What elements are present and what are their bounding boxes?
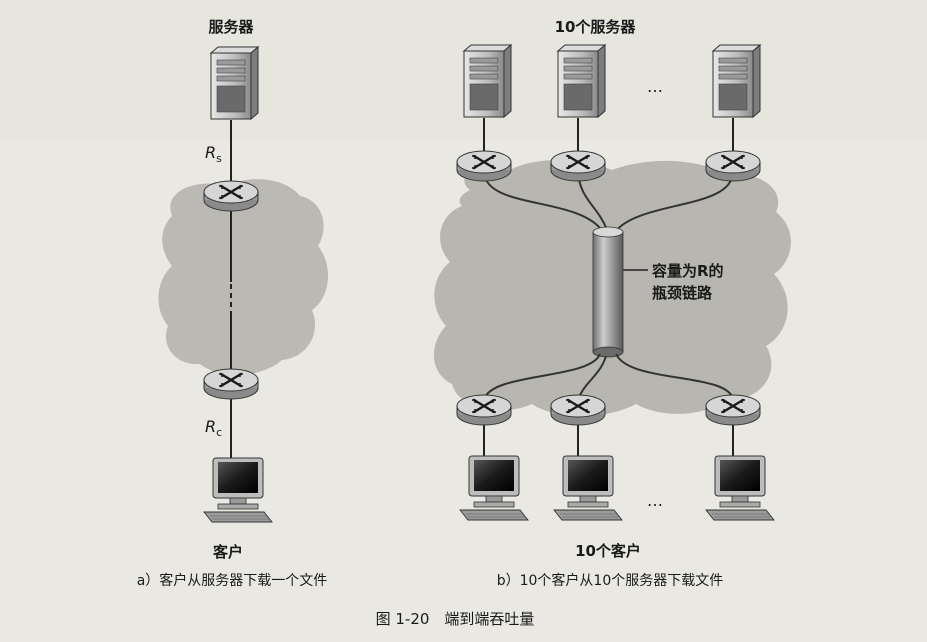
client-label: 客户 xyxy=(212,543,243,561)
ellipsis-clients: … xyxy=(647,491,663,510)
router-icon xyxy=(202,367,260,401)
caption-a: a）客户从服务器下载一个文件 xyxy=(137,572,328,589)
client-computer-icon xyxy=(459,455,529,521)
link-curve xyxy=(614,171,734,233)
router-icon xyxy=(704,393,762,427)
rs-label: Rs xyxy=(205,143,222,165)
server-label: 服务器 xyxy=(208,18,254,36)
router-icon xyxy=(549,149,607,183)
server-icon xyxy=(712,44,761,118)
link-curve xyxy=(615,353,734,401)
rc-label: Rc xyxy=(205,417,222,439)
router-icon xyxy=(455,149,513,183)
figure-caption: 图 1-20 端到端吞吐量 xyxy=(376,610,535,628)
router-icon xyxy=(202,179,260,213)
router-icon xyxy=(455,393,513,427)
clients-label: 10个客户 xyxy=(575,542,641,560)
router-icon xyxy=(549,393,607,427)
router-icon xyxy=(704,149,762,183)
ellipsis-servers: … xyxy=(647,77,663,96)
bottleneck-label-line1: 容量为R的 xyxy=(651,262,724,280)
caption-b: b）10个客户从10个服务器下载文件 xyxy=(497,572,724,589)
bottleneck-link xyxy=(592,226,624,358)
client-computer-icon xyxy=(553,455,623,521)
network-cloud-a xyxy=(158,179,329,375)
server-icon xyxy=(557,44,606,118)
bottleneck-label-line2: 瓶颈链路 xyxy=(652,284,713,302)
link-curve xyxy=(483,353,601,401)
panel-b: 10个服务器 … … 容量为R的 瓶颈链路 10个客户 b）10个客户从10个服… xyxy=(433,18,791,589)
server-icon xyxy=(210,46,259,120)
servers-label: 10个服务器 xyxy=(555,18,637,36)
panel-a: 服务器 Rs Rc 客户 a）客户从服务器下载一个文件 xyxy=(137,18,329,589)
server-icon xyxy=(463,44,512,118)
client-computer-icon xyxy=(203,457,273,523)
client-computer-icon xyxy=(705,455,775,521)
link-curve xyxy=(483,171,604,233)
